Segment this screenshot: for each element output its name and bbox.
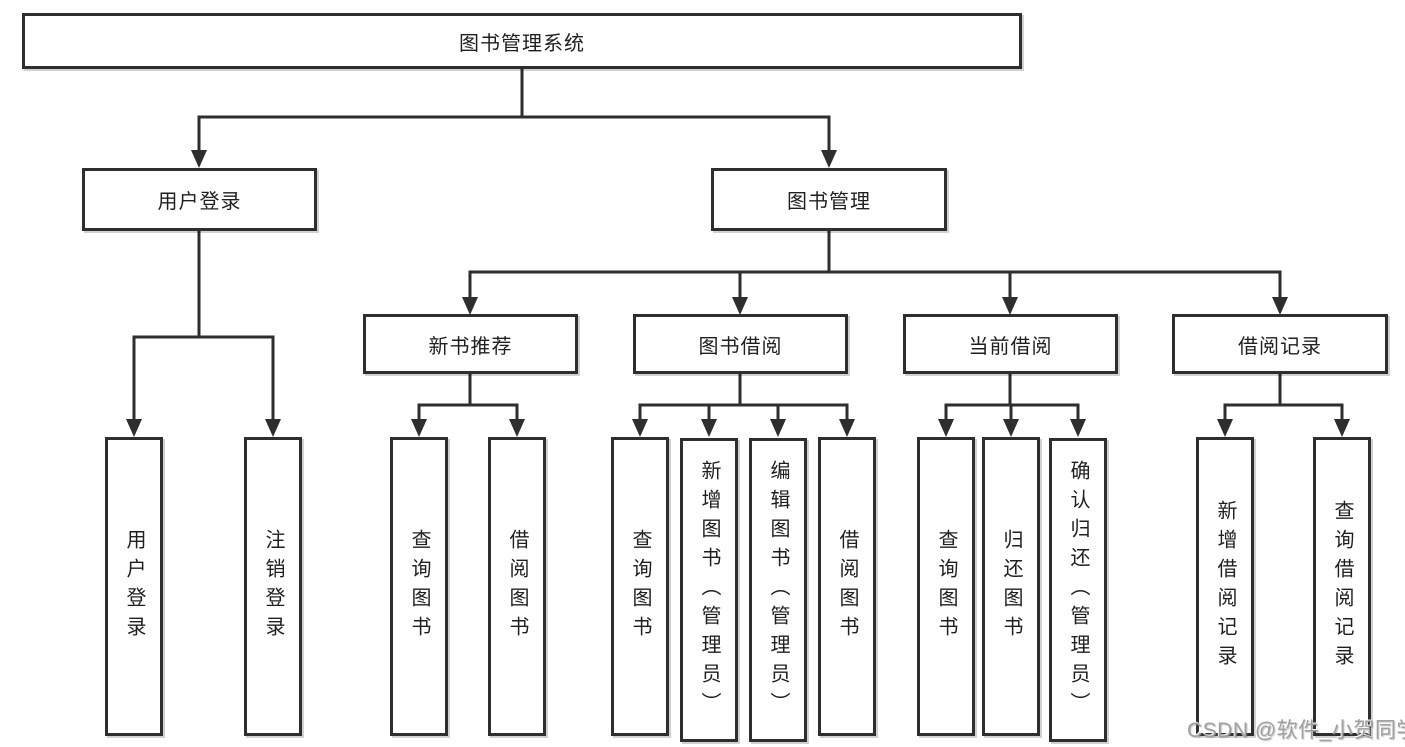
leaf-borrowing-query-books-label: 查询图书 (629, 528, 651, 645)
leaf-newbooks-query-books: 查询图书 (390, 437, 448, 736)
leaf-current-return-books: 归还图书 (982, 437, 1040, 736)
node-borrowing-records: 借阅记录 (1172, 314, 1388, 374)
node-current-borrowing-label: 当前借阅 (968, 335, 1053, 358)
node-user-login-label: 用户登录 (157, 191, 242, 213)
arrow-icon (1002, 297, 1018, 315)
arrow-icon (191, 150, 207, 168)
connector-borrowing-to-leaves (638, 374, 849, 421)
node-user-login: 用户登录 (82, 168, 317, 231)
leaf-borrowing-add-books-admin: 新增图书（管理员） (680, 438, 738, 742)
arrow-icon (938, 419, 954, 437)
arrowheads (126, 150, 1350, 437)
leaf-borrowing-edit-books-admin: 编辑图书（管理员） (749, 438, 807, 742)
node-root-label: 图书管理系统 (459, 32, 585, 55)
arrow-icon (126, 419, 142, 437)
arrow-icon (265, 419, 281, 437)
leaf-newbooks-borrow-books: 借阅图书 (488, 437, 546, 736)
leaf-user-login-label: 用户登录 (123, 528, 145, 645)
connector-strokes (132, 69, 1344, 421)
node-borrowing-records-label: 借阅记录 (1238, 335, 1322, 358)
csdn-watermark: CSDN @软件_小贺同学 (1187, 719, 1405, 742)
leaf-current-query-books-label: 查询图书 (935, 528, 957, 645)
connector-records-to-leaves (1223, 374, 1344, 421)
leaf-records-add-record: 新增借阅记录 (1196, 437, 1254, 736)
node-book-borrowing-label: 图书借阅 (698, 335, 783, 358)
node-new-book-recommend-label: 新书推荐 (428, 335, 513, 358)
leaf-logout-label: 注销登录 (262, 528, 284, 645)
leaf-records-query-record-label: 查询借阅记录 (1331, 499, 1353, 674)
leaf-user-login: 用户登录 (105, 437, 163, 736)
arrow-icon (701, 419, 717, 437)
leaf-newbooks-borrow-books-label: 借阅图书 (506, 528, 528, 645)
arrow-icon (411, 419, 427, 437)
arrow-icon (839, 419, 855, 437)
node-current-borrowing: 当前借阅 (903, 314, 1118, 374)
leaf-borrowing-edit-books-admin-label: 编辑图书（管理员） (767, 459, 789, 721)
leaf-borrowing-borrow-books: 借阅图书 (818, 437, 876, 736)
arrow-icon (732, 297, 748, 315)
node-book-management: 图书管理 (711, 168, 947, 231)
arrow-icon (509, 419, 525, 437)
leaf-current-query-books: 查询图书 (917, 437, 975, 736)
leaf-records-query-record: 查询借阅记录 (1313, 437, 1371, 736)
connector-root-to-level2 (197, 69, 831, 152)
leaf-current-confirm-return-admin: 确认归还（管理员） (1049, 438, 1107, 742)
leaf-borrowing-add-books-admin-label: 新增图书（管理员） (698, 459, 720, 721)
leaf-records-add-record-label: 新增借阅记录 (1214, 499, 1236, 674)
node-root: 图书管理系统 (22, 13, 1022, 69)
arrow-icon (1070, 419, 1086, 437)
arrow-icon (1003, 419, 1019, 437)
node-book-management-label: 图书管理 (787, 191, 871, 213)
arrow-icon (1334, 419, 1350, 437)
connector-userlogin-to-leaves (132, 231, 275, 421)
arrow-icon (1217, 419, 1233, 437)
node-new-book-recommend: 新书推荐 (363, 314, 578, 374)
leaf-borrowing-borrow-books-label: 借阅图书 (836, 528, 858, 645)
leaf-newbooks-query-books-label: 查询图书 (408, 528, 430, 645)
arrow-icon (770, 419, 786, 437)
arrow-icon (821, 150, 837, 168)
arrow-icon (462, 297, 478, 315)
leaf-logout: 注销登录 (244, 437, 302, 736)
leaf-borrowing-query-books: 查询图书 (611, 437, 669, 736)
leaf-current-confirm-return-admin-label: 确认归还（管理员） (1067, 459, 1089, 721)
node-book-borrowing: 图书借阅 (633, 314, 848, 374)
connector-current-to-leaves (944, 374, 1080, 421)
arrow-icon (1272, 297, 1288, 315)
connector-bookmgmt-to-level3 (468, 231, 1282, 299)
arrow-icon (632, 419, 648, 437)
connector-newbooks-to-leaves (417, 374, 519, 421)
leaf-current-return-books-label: 归还图书 (1000, 528, 1022, 645)
